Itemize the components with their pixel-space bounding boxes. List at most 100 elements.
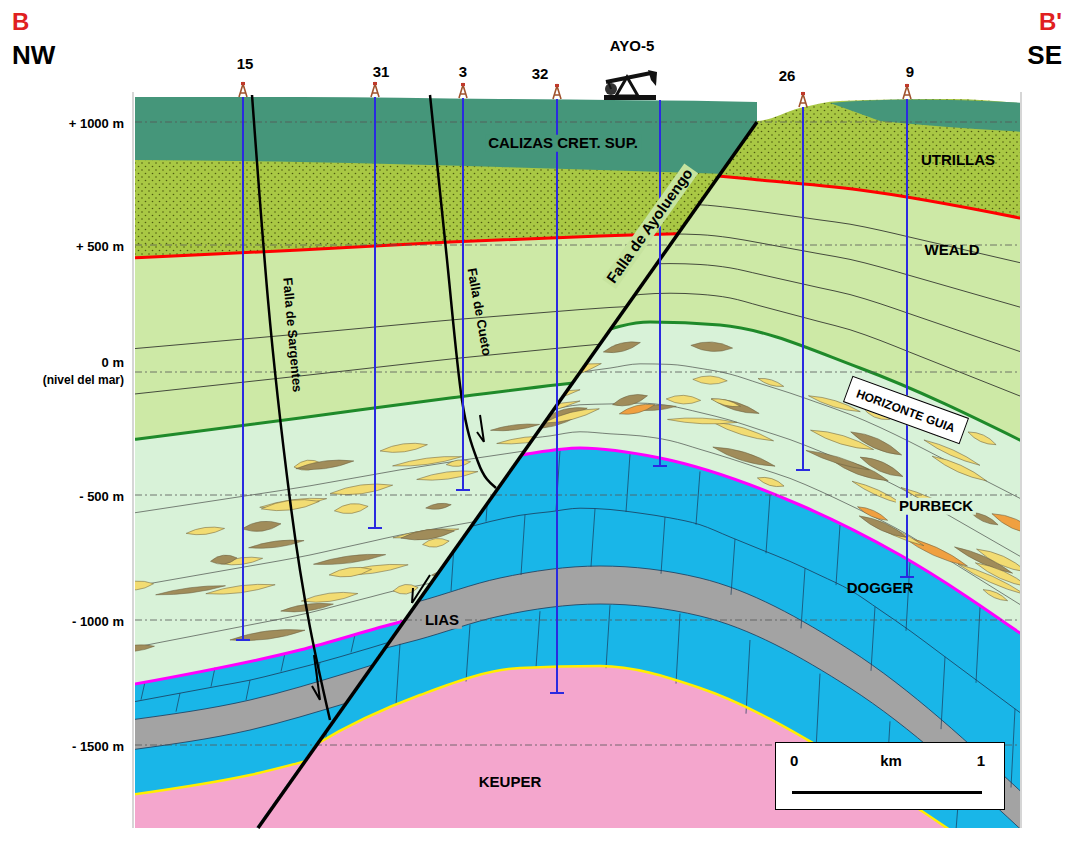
depth-label: - 500 m — [79, 490, 124, 504]
well-bottom — [550, 692, 564, 694]
sand-lens — [392, 454, 462, 469]
formation-label: KEUPER — [479, 774, 542, 791]
footwall-block — [135, 99, 1020, 828]
limestone-joint — [661, 517, 665, 574]
sand-lens — [693, 375, 728, 385]
sand-lens — [295, 457, 354, 472]
limestone-joint — [696, 471, 700, 524]
limestone-joint — [766, 495, 770, 553]
depth-label: - 1000 m — [72, 615, 124, 629]
limestone-joint — [606, 605, 610, 668]
sand-lens — [241, 519, 281, 534]
formation-label: DOGGER — [847, 580, 914, 597]
slip-arrow — [312, 655, 320, 700]
sand-lens — [380, 441, 428, 455]
bedding-line — [135, 204, 1020, 265]
sand-lens — [849, 427, 904, 459]
weald-layer — [250, 170, 1020, 828]
limestone-joint — [451, 531, 455, 591]
limestone-joint — [746, 640, 750, 714]
depth-line — [135, 620, 1020, 621]
derrick-symbol — [801, 92, 805, 95]
sand-lens — [982, 587, 1009, 603]
sand-lens — [710, 396, 741, 409]
limestone-joint — [591, 509, 595, 567]
fault-line — [252, 95, 330, 720]
formation-label: UTRILLAS — [921, 152, 995, 169]
scale-text: 1 — [977, 753, 985, 770]
formation-label: LIAS — [422, 612, 462, 629]
scale-text: 0 — [790, 753, 798, 770]
well-number: 32 — [532, 66, 549, 83]
slip-arrow — [477, 415, 484, 442]
section-end-label: B — [12, 9, 29, 35]
scale-bar — [792, 791, 982, 794]
well-trace — [242, 97, 244, 640]
boundary-line — [250, 322, 1020, 445]
bedding-line — [135, 432, 1020, 611]
sand-lens — [666, 395, 701, 405]
derrick-symbol — [373, 82, 377, 85]
pump-jack — [604, 70, 657, 100]
depth-line — [135, 122, 1020, 123]
frame-line — [1020, 92, 1021, 828]
sand-lens — [416, 468, 478, 483]
hanging-wall-block — [135, 97, 1020, 828]
sand-lens — [602, 339, 641, 356]
sand-lens — [691, 341, 733, 353]
well-bottom — [653, 465, 667, 467]
sand-lens — [756, 475, 785, 490]
section-end-label: SE — [1027, 41, 1062, 70]
derrick-symbol — [371, 84, 379, 97]
sand-lens — [155, 583, 226, 597]
derrick-symbol — [903, 86, 911, 99]
limestone-joint — [351, 635, 355, 653]
limestone-joint — [976, 607, 980, 683]
bedding-line — [250, 604, 1020, 828]
sand-lens — [229, 626, 305, 644]
well-bottom — [236, 639, 250, 641]
lias-layer — [250, 566, 1020, 828]
depth-line — [135, 372, 1020, 373]
formation-label: WEALD — [925, 242, 980, 259]
sand-lens — [490, 422, 540, 433]
limestone-joint — [141, 682, 145, 700]
limestone-joint — [801, 568, 805, 628]
bedding-line — [135, 364, 1020, 504]
limestone-joint — [521, 515, 525, 575]
limestone-joint — [486, 462, 490, 521]
section-end-label: NW — [12, 41, 55, 70]
derrick-symbol — [553, 86, 561, 99]
well-number: 3 — [459, 64, 467, 81]
scale-box: 0km1 — [775, 742, 1005, 810]
limestone-joint — [941, 657, 945, 729]
depth-label: - 1500 m — [72, 740, 124, 754]
sand-lens — [425, 502, 451, 511]
derrick-symbol — [461, 83, 465, 86]
limestone-joint — [731, 539, 735, 595]
derrick-symbol — [239, 84, 247, 97]
well-trace — [462, 98, 464, 490]
sand-lens — [205, 581, 275, 597]
boundary-line — [250, 170, 1020, 220]
boundary-line — [250, 448, 1020, 640]
sand-lens — [611, 391, 648, 409]
limestone-joint — [816, 674, 820, 750]
slip-arrow — [412, 575, 430, 603]
fault-line — [258, 122, 757, 828]
sand-lens — [712, 443, 777, 470]
formation-label: CALIZAS CRET. SUP. — [485, 135, 641, 152]
sand-lens — [186, 525, 225, 537]
limestone-joint — [1011, 709, 1015, 788]
well-bottom — [456, 489, 470, 491]
limestone-joint — [836, 525, 840, 585]
limestone-joint — [676, 614, 680, 684]
depth-label: + 1000 m — [69, 117, 124, 131]
depth-line — [135, 245, 1020, 246]
sand-lens — [858, 453, 905, 481]
depth-label: 0 m — [102, 356, 124, 370]
purbeck-layer — [250, 322, 1020, 828]
plot-area — [135, 97, 1020, 828]
derrick-symbol — [459, 85, 467, 98]
depth-label: + 500 m — [76, 240, 124, 254]
